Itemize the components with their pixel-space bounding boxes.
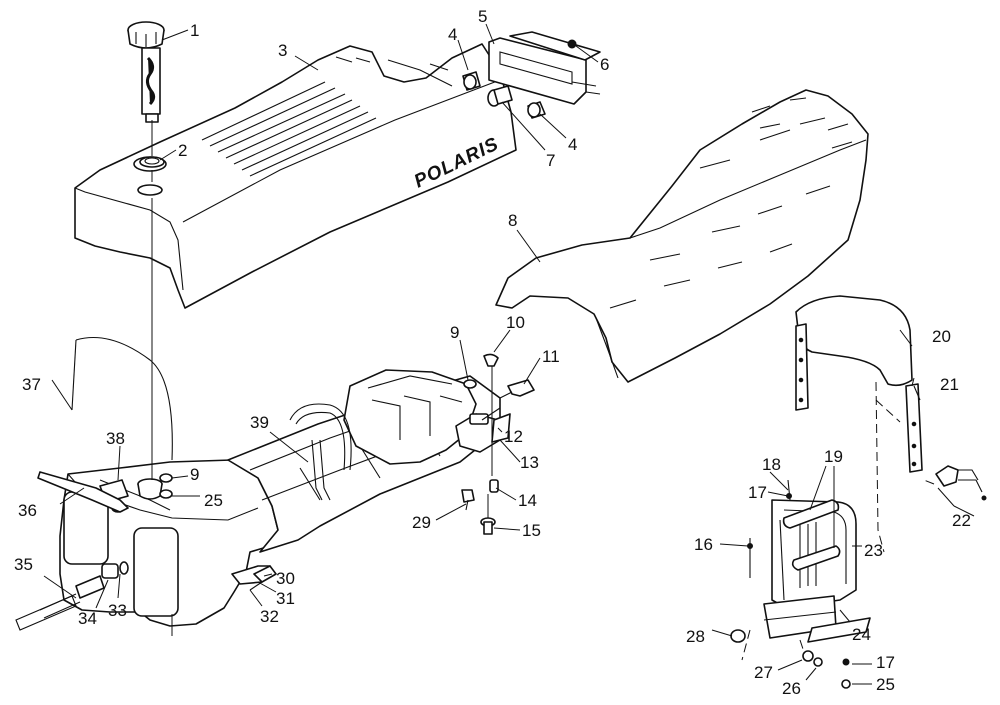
bushing-part <box>487 85 513 107</box>
callout-30: 30 <box>276 569 295 588</box>
valve-mount-bracket-part <box>499 379 535 399</box>
callout-23: 23 <box>864 541 883 560</box>
callout-31: 31 <box>276 589 295 608</box>
stud-part-lower <box>527 101 546 119</box>
callout-11: 11 <box>542 347 560 366</box>
fuel-valve-bracket-part <box>491 413 511 443</box>
callout-9-lower: 9 <box>190 465 199 484</box>
callout-2: 2 <box>178 141 187 160</box>
wire-harness-part <box>71 337 173 461</box>
rivet-part-17-lower <box>842 658 850 666</box>
rivet-part-17-upper <box>786 479 792 501</box>
callout-4-upper: 4 <box>448 25 457 44</box>
callout-13: 13 <box>520 453 539 472</box>
callout-36: 36 <box>18 501 37 520</box>
push-rivet-part <box>461 489 475 511</box>
screw-part-lower <box>480 517 496 535</box>
callout-9-upper: 9 <box>450 323 459 342</box>
callout-10: 10 <box>506 313 525 332</box>
grab-handle-grip-part-lower <box>791 545 841 571</box>
grommet-part <box>139 156 165 168</box>
fuel-line-part <box>15 561 129 631</box>
fuel-hose-part <box>289 403 352 501</box>
callout-leaders <box>43 23 975 685</box>
filler-hole <box>137 184 163 196</box>
seat-bracket-part <box>488 31 601 105</box>
callout-4-lower: 4 <box>568 135 577 154</box>
assembly-center-lines <box>151 120 493 636</box>
callout-18: 18 <box>762 455 781 474</box>
valve-washer-part <box>463 379 477 389</box>
callout-17-lower: 17 <box>876 653 895 672</box>
callout-39: 39 <box>250 413 269 432</box>
callout-numbers: 1 2 3 4 4 5 6 7 8 9 9 10 11 12 13 14 15 … <box>14 7 971 698</box>
callout-25-right: 25 <box>876 675 895 694</box>
callout-7: 7 <box>546 151 555 170</box>
callout-33: 33 <box>108 601 127 620</box>
callout-1: 1 <box>190 21 199 40</box>
washer-part-upper-left <box>159 473 173 483</box>
callout-3: 3 <box>278 41 287 60</box>
fuel-cap-part <box>127 21 165 123</box>
washer-part-lower-left <box>159 489 173 499</box>
callout-29: 29 <box>412 513 431 532</box>
callout-20: 20 <box>932 327 951 346</box>
rivet-part-16 <box>747 538 753 578</box>
callout-32: 32 <box>260 607 279 626</box>
grab-handle-grip-part-upper <box>782 499 840 529</box>
callout-14: 14 <box>518 491 537 510</box>
fuel-tank-part <box>59 459 279 627</box>
callout-21: 21 <box>940 375 959 394</box>
cap-nut-part-28 <box>730 629 746 643</box>
callout-26: 26 <box>782 679 801 698</box>
callout-28: 28 <box>686 627 705 646</box>
seat-cover-part <box>495 89 869 383</box>
callout-12: 12 <box>504 427 523 446</box>
nut-part-26-27 <box>802 650 823 667</box>
callout-19: 19 <box>824 447 843 466</box>
callout-6: 6 <box>600 55 609 74</box>
callout-15: 15 <box>522 521 541 540</box>
stud-part-upper <box>462 71 481 91</box>
bolt-part <box>567 39 587 49</box>
screw-part-upper <box>489 479 499 493</box>
tank-neck-part <box>137 478 163 500</box>
callout-24: 24 <box>852 625 871 644</box>
callout-5: 5 <box>478 7 487 26</box>
backrest-bracket-part <box>795 323 923 473</box>
callout-17-upper: 17 <box>748 483 767 502</box>
backrest-knob-part <box>935 465 987 501</box>
callout-25-left: 25 <box>204 491 223 510</box>
callout-22: 22 <box>952 511 971 530</box>
fuel-valve-part <box>455 407 501 453</box>
tank-right-pocket <box>133 527 179 617</box>
callout-34: 34 <box>78 609 97 628</box>
mount-plate-part <box>807 617 871 643</box>
strap-part <box>37 471 129 513</box>
valve-knob-part <box>483 353 499 367</box>
callout-27: 27 <box>754 663 773 682</box>
console-box-part <box>343 369 477 465</box>
callout-38: 38 <box>106 429 125 448</box>
washer-part-25-lower <box>841 679 851 689</box>
seat-assembly-part: POLARIS <box>74 43 517 309</box>
callout-16: 16 <box>694 535 713 554</box>
callout-37: 37 <box>22 375 41 394</box>
callout-8: 8 <box>508 211 517 230</box>
callout-35: 35 <box>14 555 33 574</box>
backrest-pad-part <box>795 295 913 387</box>
